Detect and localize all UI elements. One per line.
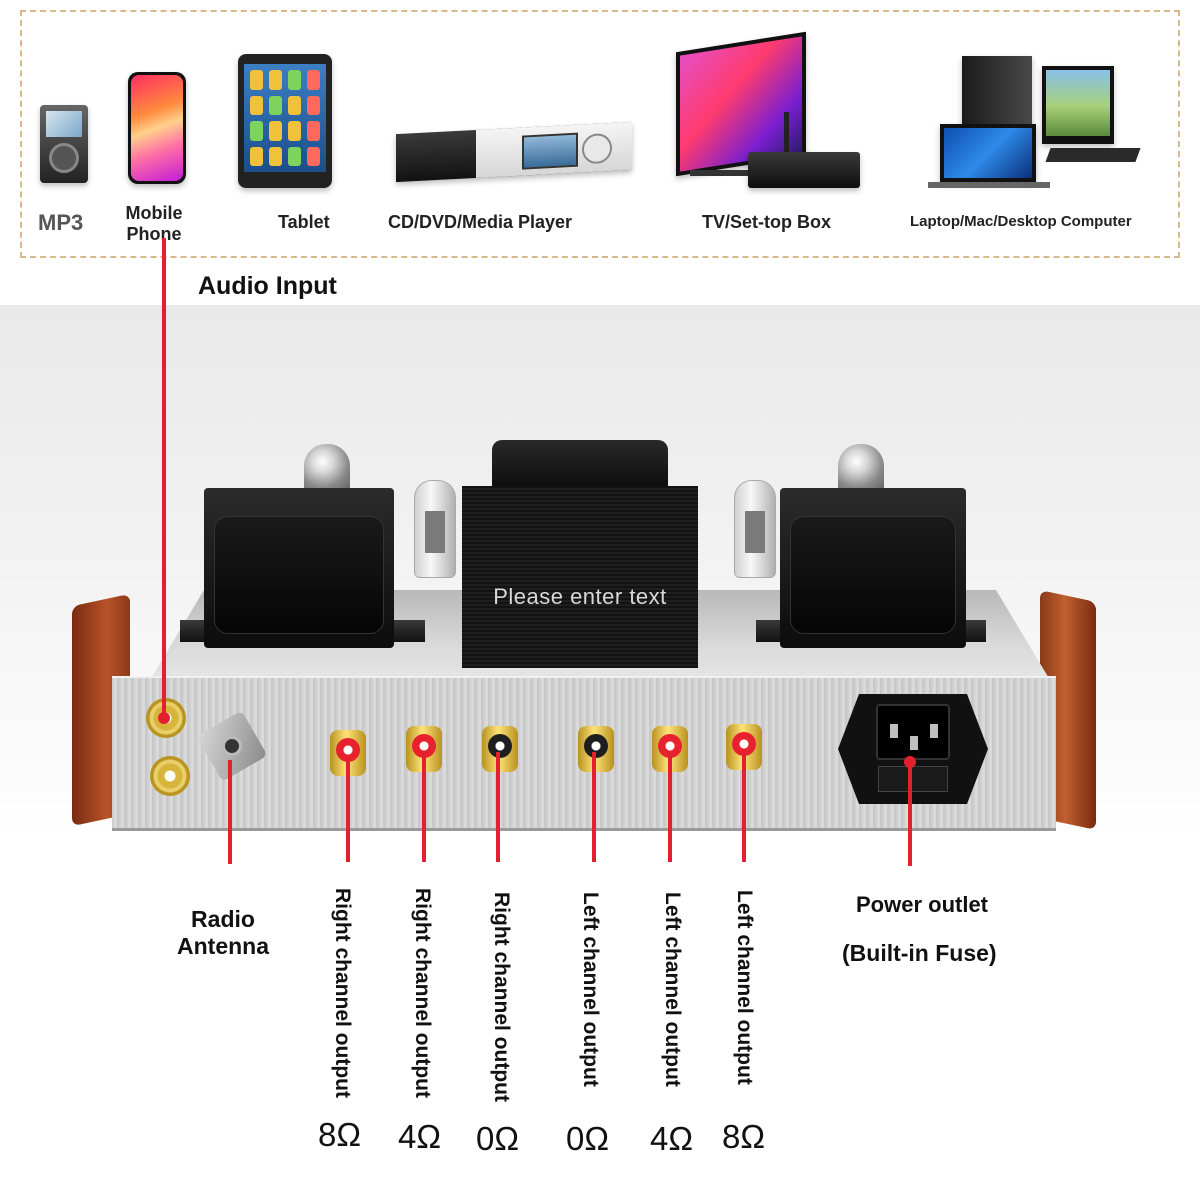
output-label-left-0ohm: Left channel output	[579, 892, 602, 1087]
tablet-image	[238, 54, 332, 188]
output-label-left-4ohm: Left channel output	[661, 892, 684, 1087]
speaker-post-right-0ohm	[482, 726, 518, 772]
left-preamp-tube	[414, 480, 456, 578]
left-power-tube	[304, 444, 350, 494]
tv-stand	[690, 170, 800, 176]
computer-label: Laptop/Mac/Desktop Computer	[910, 213, 1132, 230]
left-8ohm-callout-line	[742, 752, 746, 862]
monitor-image	[1042, 66, 1114, 144]
impedance-left-4ohm: 4Ω	[650, 1120, 694, 1157]
audio-input-label: Audio Input	[198, 272, 337, 300]
left-output-transformer	[204, 488, 394, 648]
laptop-base	[928, 182, 1050, 188]
radio-antenna-label-line1: Radio	[191, 906, 255, 932]
laptop-image	[940, 124, 1036, 182]
mobile-phone-label-line2: Phone	[126, 224, 182, 244]
output-label-right-4ohm: Right channel output	[411, 888, 434, 1098]
mp3-label: MP3	[38, 210, 84, 235]
power-pin-center	[910, 736, 918, 750]
fuse-holder	[878, 766, 948, 792]
impedance-right-8ohm: 8Ω	[318, 1116, 362, 1153]
right-0ohm-callout-line	[496, 752, 500, 862]
placeholder-overlay-text: Please enter text	[493, 584, 667, 609]
audio-input-callout-line	[162, 238, 166, 718]
output-label-left-8ohm: Left channel output	[733, 890, 756, 1085]
tv-label: TV/Set-top Box	[702, 212, 831, 232]
power-pin-right	[930, 724, 938, 738]
set-top-box-antenna	[784, 112, 789, 154]
input-devices-panel	[20, 10, 1180, 258]
mobile-phone-label: Mobile Phone	[114, 203, 194, 245]
rca-input-jack-bottom	[150, 756, 190, 796]
right-output-transformer	[780, 488, 966, 648]
built-in-fuse-label: (Built-in Fuse)	[842, 940, 997, 966]
right-preamp-tube	[734, 480, 776, 578]
mobile-phone-label-line1: Mobile	[125, 203, 183, 223]
left-0ohm-callout-line	[592, 752, 596, 862]
right-4ohm-callout-line	[422, 752, 426, 862]
power-outlet-callout-dot	[904, 756, 916, 768]
power-outlet-callout-line	[908, 760, 912, 866]
radio-antenna-callout-line	[228, 760, 232, 864]
mobile-phone-image	[128, 72, 186, 184]
power-transformer	[462, 486, 698, 668]
keyboard-image	[1045, 148, 1141, 162]
impedance-left-8ohm: 8Ω	[722, 1118, 766, 1155]
radio-antenna-label-line2: Antenna	[177, 933, 269, 959]
output-label-right-8ohm: Right channel output	[331, 888, 354, 1098]
tablet-label: Tablet	[278, 212, 330, 232]
right-8ohm-callout-line	[346, 756, 350, 862]
audio-input-callout-dot	[158, 712, 170, 724]
set-top-box-image	[748, 152, 860, 188]
speaker-post-left-0ohm	[578, 726, 614, 772]
radio-antenna-label: Radio Antenna	[168, 906, 278, 960]
power-inlet-socket	[838, 694, 988, 804]
impedance-right-4ohm: 4Ω	[398, 1118, 442, 1155]
right-power-tube	[838, 444, 884, 494]
mp3-player-image	[40, 105, 88, 183]
left-4ohm-callout-line	[668, 752, 672, 862]
power-pin-left	[890, 724, 898, 738]
media-player-label: CD/DVD/Media Player	[388, 212, 573, 232]
impedance-left-0ohm: 0Ω	[566, 1120, 610, 1157]
output-label-right-0ohm: Right channel output	[490, 892, 513, 1102]
impedance-right-0ohm: 0Ω	[476, 1120, 520, 1157]
power-outlet-label: Power outlet	[856, 892, 989, 917]
